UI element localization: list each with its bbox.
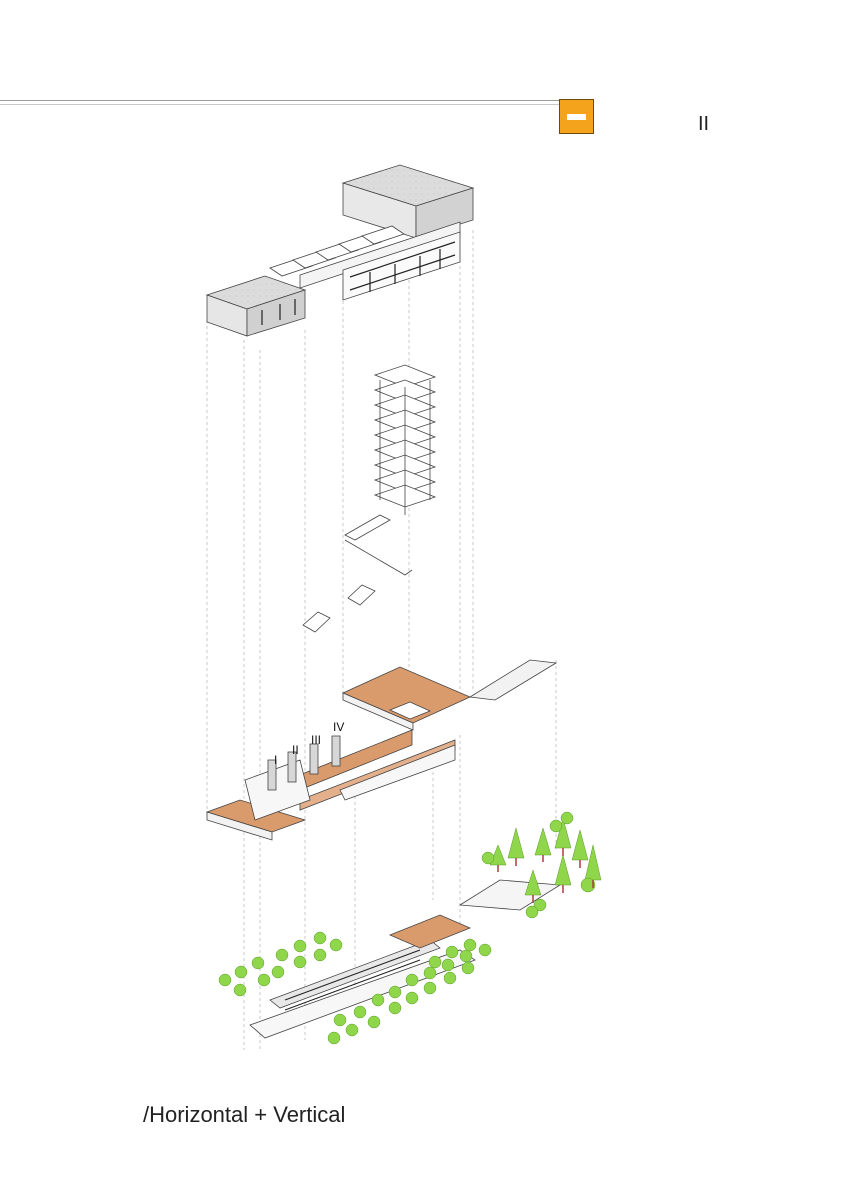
zone-label-2: II — [292, 743, 299, 757]
zone-label-1: I — [274, 753, 277, 767]
trees — [218, 811, 602, 1045]
header-rule-secondary — [0, 104, 560, 105]
zone-labels: I II III IV — [274, 720, 344, 767]
page-marker: II — [698, 113, 710, 135]
section-badge-icon — [559, 99, 594, 134]
projection-lines — [206, 230, 557, 1050]
roof-level — [205, 164, 475, 337]
diagram-caption: /Horizontal + Vertical — [143, 1102, 346, 1127]
upper-floor-plate — [205, 659, 558, 841]
zone-label-3: III — [311, 733, 321, 747]
stair-tower — [302, 364, 437, 633]
zone-label-4: IV — [333, 720, 344, 734]
header-rule — [0, 100, 560, 101]
